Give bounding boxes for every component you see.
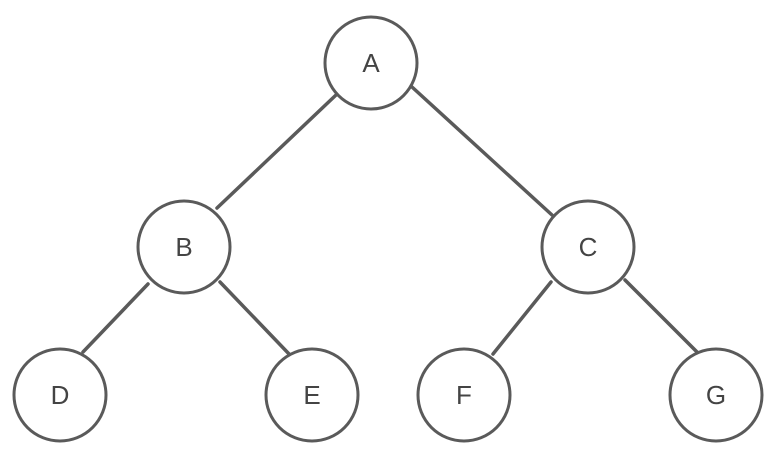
node-d-label: D (51, 380, 70, 410)
node-c-label: C (579, 232, 598, 262)
node-a-label: A (362, 48, 380, 78)
edge-a-b (215, 93, 338, 210)
node-g: G (668, 347, 764, 443)
edge-c-g (623, 278, 700, 355)
node-b: B (136, 199, 232, 295)
node-c: C (540, 199, 636, 295)
node-f: F (416, 347, 512, 443)
edge-a-c (410, 85, 554, 217)
node-b-label: B (175, 232, 192, 262)
edge-b-d (81, 282, 150, 354)
node-g-label: G (706, 380, 726, 410)
edge-c-f (491, 280, 553, 356)
node-f-label: F (456, 380, 472, 410)
edge-b-e (218, 280, 292, 357)
node-e: E (264, 347, 360, 443)
node-d: D (12, 347, 108, 443)
node-e-label: E (303, 380, 320, 410)
node-a: A (323, 15, 419, 111)
